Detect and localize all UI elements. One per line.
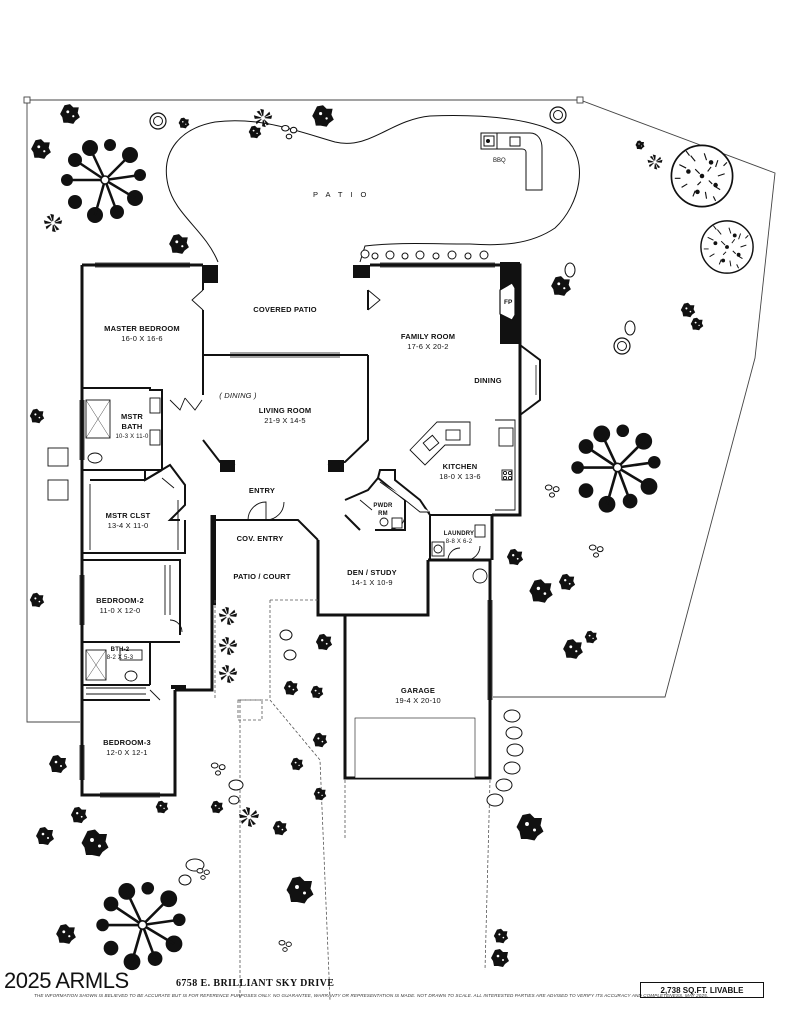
exterior-walls [80,263,522,797]
windows [79,262,537,798]
room-kitchen: KITCHEN 18-0 X 13-6 [439,462,480,482]
room-name: BTH-2 [110,647,130,653]
room-dimensions: 19-4 X 20-10 [395,696,441,705]
room-name: COVERED PATIO [253,305,317,314]
tree [59,137,148,225]
tree [569,423,662,515]
fixtures [47,397,516,779]
room-master-closet: MSTR CLST 13-4 X 11-0 [106,511,151,531]
patio-planters [360,249,489,260]
walkways [214,599,491,1001]
disclaimer-text: THE INFORMATION SHOWN IS BELIEVED TO BE … [34,993,709,998]
room-living-room: LIVING ROOM 21-9 X 14-5 [259,406,312,426]
room-dimensions: 16-0 X 16-6 [121,334,163,343]
room-name: PWDR RM [373,503,393,517]
room-dimensions: 14-1 X 10-9 [351,578,393,587]
room-dimensions: 8-8 X 6-2 [445,539,473,545]
room-master-bedroom: MASTER BEDROOM 16-0 X 16-6 [104,324,180,344]
room-powder: PWDR RM [372,502,394,518]
room-covered-entry: COV. ENTRY [237,534,284,544]
room-name: FAMILY ROOM [400,332,456,341]
room-bath-2: BTH-2 8-2 X 5-3 [107,646,133,662]
room-patio-court: PATIO / COURT [233,572,290,582]
bbq-island [480,132,543,191]
patio-label: PATIO [313,190,375,199]
room-name: GARAGE [400,686,436,695]
room-bedroom-3: BEDROOM-3 12-0 X 12-1 [103,738,151,758]
room-name: PATIO / COURT [233,572,291,581]
room-name: MASTER BEDROOM [104,324,180,333]
total-area-value: 2,738 SQ.FT. LIVABLE [660,985,744,995]
room-den-study: DEN / STUDY 14-1 X 10-9 [347,568,397,588]
room-name: LAUNDRY [443,531,475,537]
stepping-stones [178,262,636,886]
bbq-label: BBQ [493,158,506,164]
planter-rings [149,106,631,355]
property-boundary [23,96,776,723]
room-family-room: FAMILY ROOM 17-6 X 20-2 [401,332,455,352]
patio-outline [165,115,580,263]
room-dimensions: 13-4 X 11-0 [107,521,149,530]
room-name: ENTRY [248,486,276,495]
property-address: 6758 E. BRILLIANT SKY DRIVE [176,978,335,989]
copyright-watermark: 2025 ARMLS [4,968,129,993]
room-bedroom-2: BEDROOM-2 11-0 X 12-0 [96,596,144,616]
room-name: BEDROOM-3 [103,738,151,747]
room-name: DEN / STUDY [347,568,397,577]
bush [700,220,754,274]
room-covered-patio: COVERED PATIO [253,305,317,315]
room-dimensions: 21-9 X 14-5 [264,416,306,425]
room-dimensions: 18-0 X 13-6 [439,472,481,481]
total-area-box: 2,738 SQ.FT. LIVABLE [640,982,764,998]
room-dining-alcove: ( DINING ) [219,391,256,401]
room-dimensions: 8-2 X 5-3 [106,655,134,661]
doors [149,289,481,701]
room-dimensions: 17-6 X 20-2 [407,342,449,351]
room-laundry: LAUNDRY 8-8 X 6-2 [444,530,475,546]
room-master-bath: MSTR BATH 10-3 X 11-0 [112,412,152,442]
room-name: ( DINING ) [219,391,257,400]
room-name: COV. ENTRY [236,534,284,543]
palm-plants [43,108,663,827]
fireplace-label: FP [504,299,513,306]
room-name: LIVING ROOM [258,406,312,415]
fireplace [499,282,516,321]
room-dimensions: 12-0 X 12-1 [106,748,148,757]
room-name: DINING [474,376,502,385]
shrubs [29,104,704,967]
room-name: MSTR CLST [105,511,151,520]
tree [94,880,187,972]
room-dining: DINING [474,376,501,386]
room-name: MSTR BATH [120,412,144,431]
room-entry: ENTRY [249,486,275,496]
room-name: BEDROOM-2 [96,596,144,605]
room-garage: GARAGE 19-4 X 20-10 [395,686,441,706]
room-dimensions: 10-3 X 11-0 [115,434,149,440]
room-name: KITCHEN [442,462,478,471]
room-dimensions: 11-0 X 12-0 [99,606,141,615]
bush [670,144,734,208]
